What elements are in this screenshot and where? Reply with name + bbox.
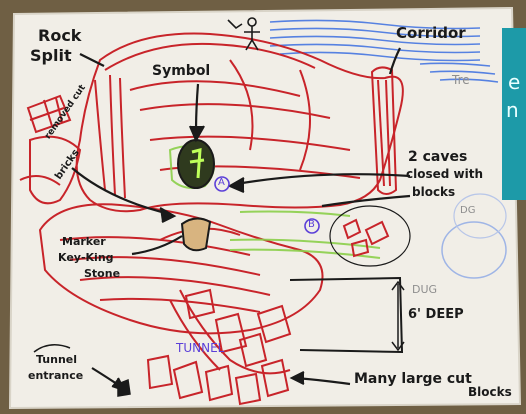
marker-stone	[182, 218, 210, 250]
label-marker-2: Key-King	[58, 252, 114, 263]
label-many-blocks-2: Blocks	[468, 386, 512, 398]
label-marker-3: Stone	[84, 268, 120, 279]
label-faint-dg: DG	[460, 206, 475, 216]
label-many-blocks-1: Many large cut	[354, 372, 472, 386]
overlay-text-1: e	[508, 70, 520, 94]
overlay-text-2: n	[506, 98, 519, 122]
label-marker-1: Marker	[62, 236, 106, 247]
label-two-caves-3: blocks	[412, 186, 455, 198]
label-two-caves-2: closed with	[406, 168, 483, 180]
label-corridor: Corridor	[396, 26, 466, 41]
label-tunnel-entrance-1: Tunnel	[36, 354, 77, 365]
label-six-deep: 6' DEEP	[408, 308, 464, 321]
label-marker-a: A	[218, 178, 225, 188]
label-dug: DUG	[412, 284, 437, 295]
overlay-panel: e n	[502, 28, 526, 200]
label-two-caves-1: 2 caves	[408, 150, 467, 164]
label-symbol: Symbol	[152, 64, 210, 78]
paper-sheet	[10, 8, 520, 408]
label-tunnel: TUNNEL	[176, 342, 224, 354]
label-rock-split-2: Split	[30, 48, 72, 64]
symbol-mark	[178, 140, 214, 188]
label-marker-b: B	[308, 220, 315, 230]
label-tunnel-entrance-2: entrance	[28, 370, 83, 381]
label-faint-tre: Tre	[452, 74, 470, 86]
label-rock-split-1: Rock	[38, 28, 81, 44]
